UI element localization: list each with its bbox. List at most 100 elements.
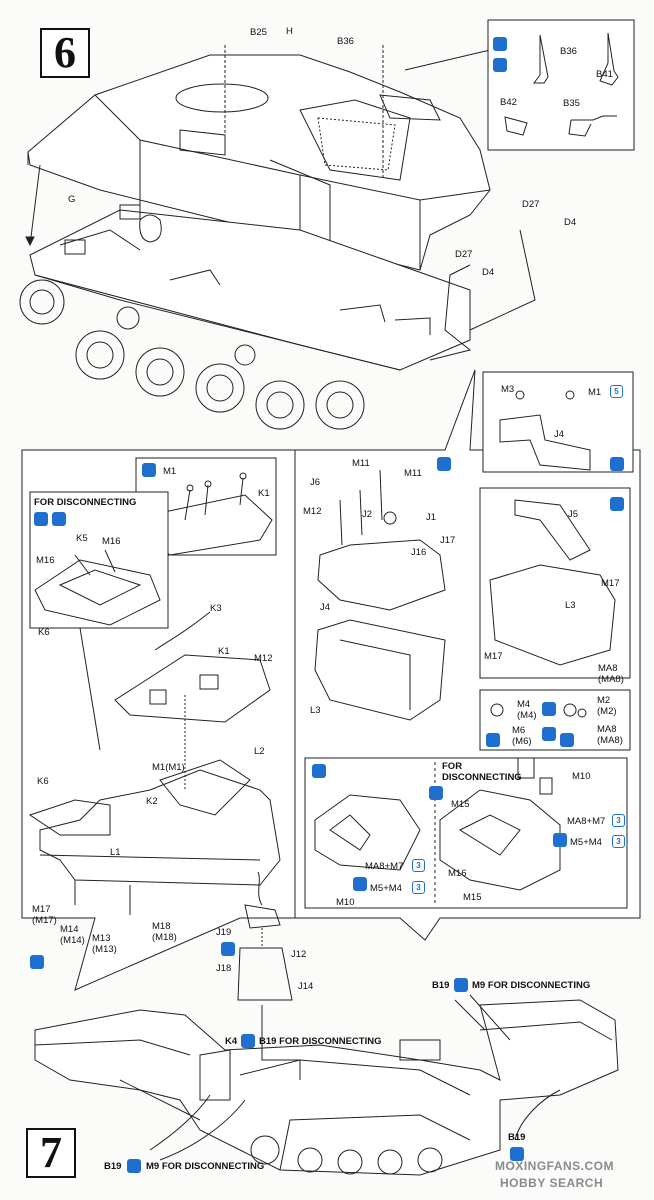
callout-label-b35: B35 [563,98,580,109]
part-label-l2: L2 [254,746,265,757]
disconnecting-title-right-2: DISCONNECTING [442,772,522,783]
part-label-m14: M14 [60,924,79,935]
part-label-m18-paren: (M18) [152,932,177,943]
part-label-b19-top: B19 [432,980,450,991]
part-label-m5m4-a: M5+M4 [570,837,602,848]
part-label-k2: K2 [146,796,158,807]
glue-icon [34,512,48,526]
part-label-j4: J4 [320,602,331,613]
part-label-m13: M13 [92,933,111,944]
part-label-m12: M12 [254,653,273,664]
part-label-j16: J16 [411,547,427,558]
glue-icon [560,733,574,747]
part-label-m15-a: M15 [451,799,470,810]
part-label-m11-b: M11 [404,468,422,479]
glue-icon [142,463,156,477]
disconnecting-title: FOR DISCONNECTING [34,497,137,508]
quantity-icon: 3 [612,835,625,848]
part-label-m2-paren: (M2) [597,706,617,717]
option-icon [553,833,567,847]
part-label-j19: J19 [216,927,232,938]
callout-label-b42: B42 [500,97,517,108]
part-label-m18: M18 [152,921,171,932]
part-label-g: G [68,194,76,205]
part-label-m1-right: M1 [588,387,602,398]
part-label-m17: M17 [32,904,51,915]
disconnecting-title-right-1: FOR [442,761,463,772]
glue-icon [610,497,624,511]
part-label-b19-right: B19 [508,1132,526,1143]
step-number-7: 7 [26,1128,76,1178]
option-icon [493,58,507,72]
callout-label-b36: B36 [560,46,577,57]
watermark-line2: HOBBY SEARCH [500,1176,604,1190]
part-label-m16-b: M16 [36,555,55,566]
part-label-j5: J5 [568,509,579,520]
part-label-m13-paren: (M13) [92,944,117,955]
part-label-d27-lower: D27 [455,249,473,260]
quantity-icon: 3 [412,881,425,894]
step-number-6: 6 [40,28,90,78]
part-label-h: H [286,26,293,37]
option-icon [510,1147,524,1161]
glue-icon [610,457,624,471]
part-label-j1: J1 [426,512,437,523]
part-label-m4-paren: (M4) [517,710,537,721]
part-label-k6: K6 [38,627,50,638]
option-icon [241,1034,255,1048]
watermark-line1: MOXINGFANS.COM [495,1159,615,1173]
glue-icon [312,764,326,778]
part-label-m1-m1: M1(M1) [152,762,185,773]
part-label-k6-bottom: K6 [37,776,49,787]
part-label-m17-paren: (M17) [32,915,57,926]
quantity-icon: 5 [610,385,623,398]
part-label-m6: M6 [512,725,526,736]
part-label-ma8: MA8 [598,663,618,674]
part-label-m4: M4 [517,699,531,710]
part-label-j14: J14 [298,981,314,992]
part-label-m14-paren: (M14) [60,935,85,946]
option-icon [542,702,556,716]
part-label-m3: M3 [501,384,515,395]
callout-label-b41: B41 [596,69,613,80]
option-icon [52,512,66,526]
part-label-m2: M2 [597,695,611,706]
part-label-m17-right-a: M17 [601,578,620,589]
part-label-j6: J6 [310,477,321,488]
part-label-ma8-small-paren: (MA8) [597,735,623,746]
part-label-m10-a: M10 [572,771,591,782]
part-label-j12: J12 [291,949,307,960]
option-icon [429,786,443,800]
glue-icon [437,457,451,471]
part-label-b25: B25 [250,27,267,38]
part-label-k1-mid: K1 [218,646,230,657]
glue-icon [493,37,507,51]
part-label-k1: K1 [258,488,270,499]
part-label-b19-bottom: B19 [104,1161,122,1172]
part-label-d4-lower: D4 [482,267,495,278]
part-label-j18: J18 [216,963,232,974]
part-label-m15-b: M15 [463,892,482,903]
part-label-l3: L3 [310,705,321,716]
m9-disconnect-note-bottom: M9 FOR DISCONNECTING [146,1161,265,1172]
part-label-ma8m7-b: MA8+M7 [365,861,404,872]
glue-icon [486,733,500,747]
quantity-icon: 3 [612,814,625,827]
part-label-k3: K3 [210,603,222,614]
option-icon [221,942,235,956]
part-label-j2: J2 [362,509,373,520]
part-label-j4-callout: J4 [554,429,565,440]
part-label-j17: J17 [440,535,456,546]
part-label-l3-right: L3 [565,600,576,611]
part-label-m1: M1 [163,466,177,477]
part-label-m6-paren: (M6) [512,736,532,747]
b19-disconnect-note-mid: B19 FOR DISCONNECTING [259,1036,382,1047]
part-label-m17-right-b: M17 [484,651,503,662]
part-label-m16-a: M16 [102,536,121,547]
part-label-m10-b: M10 [336,897,355,908]
part-label-m5m4-b: M5+M4 [370,883,402,894]
option-icon [127,1159,141,1173]
option-icon [353,877,367,891]
part-label-m16-lower: M16 [448,868,467,879]
